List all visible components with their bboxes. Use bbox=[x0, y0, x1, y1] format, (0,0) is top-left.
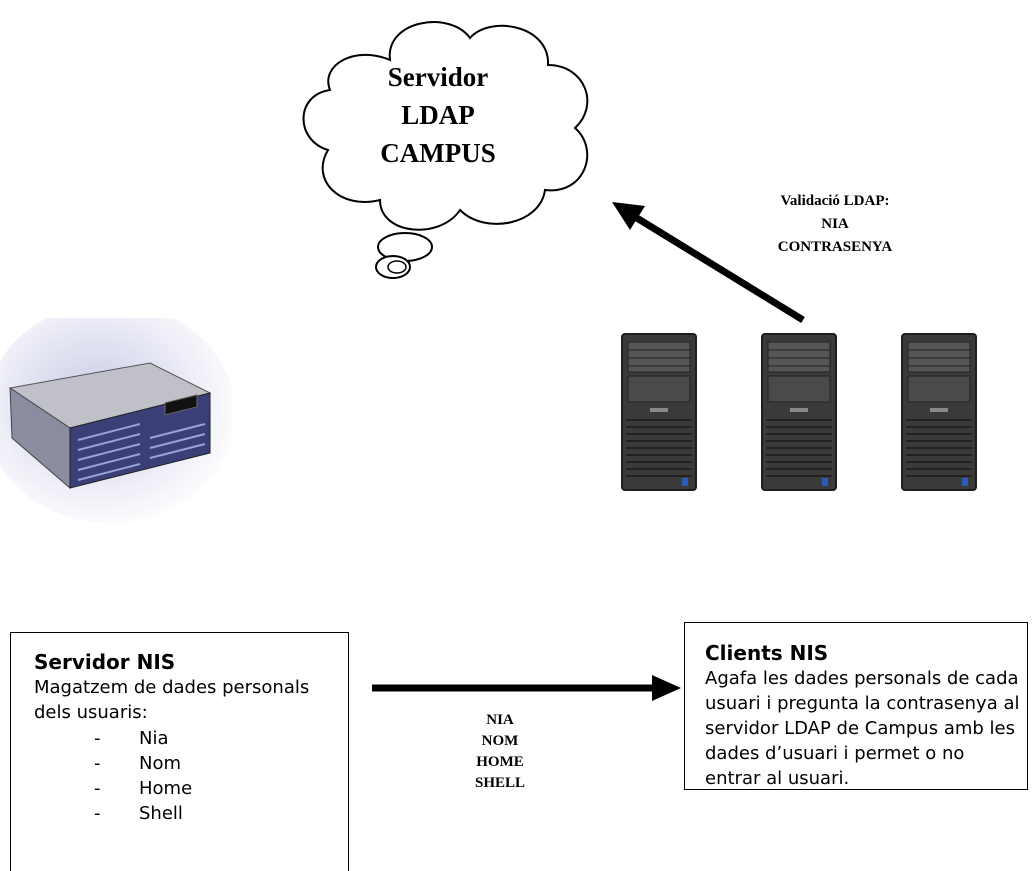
nis-server-box: Servidor NIS Magatzem de dades personals… bbox=[10, 632, 349, 871]
ldap-server-line: Servidor bbox=[387, 62, 489, 92]
ldap-validation-line: CONTRASENYA bbox=[777, 239, 893, 255]
ldap-server-line: LDAP bbox=[401, 100, 475, 130]
attribute-value: Nia bbox=[139, 728, 169, 749]
attribute-value: Nom bbox=[139, 753, 182, 774]
ldap-validation-arrow bbox=[612, 202, 805, 323]
nis-clients-box: Clients NIS Agafa les dades personals de… bbox=[684, 622, 1028, 790]
transfer-field: NOM bbox=[481, 733, 519, 749]
tower-server-icon bbox=[901, 333, 977, 491]
nis-server-description: Magatzem de dades personals dels usuaris… bbox=[34, 677, 310, 723]
ldap-server-line: CAMPUS bbox=[380, 138, 496, 168]
rack-server-icon bbox=[0, 318, 232, 523]
nis-data-arrow bbox=[372, 675, 681, 701]
ldap-validation-label: Validació LDAP: NIA CONTRASENYA bbox=[740, 190, 930, 259]
ldap-server-label: Servidor LDAP CAMPUS bbox=[348, 58, 528, 172]
ldap-validation-line: NIA bbox=[821, 216, 849, 232]
nis-clients-title: Clients NIS bbox=[705, 641, 829, 665]
nis-server-title: Servidor NIS bbox=[34, 650, 176, 674]
cloud-icon bbox=[302, 21, 589, 279]
tower-server-icon bbox=[621, 333, 697, 491]
attribute-value: Home bbox=[139, 778, 193, 799]
transfer-fields-label: NIA NOM HOME SHELL bbox=[440, 710, 560, 794]
transfer-field: NIA bbox=[486, 712, 514, 728]
ldap-validation-line: Validació LDAP: bbox=[780, 193, 890, 209]
transfer-field: SHELL bbox=[474, 775, 526, 791]
nis-clients-description: Agafa les dades personals de cada usuari… bbox=[705, 668, 1020, 789]
tower-server-icon bbox=[761, 333, 837, 491]
transfer-field: HOME bbox=[476, 754, 524, 770]
attribute-value: Shell bbox=[139, 803, 183, 824]
